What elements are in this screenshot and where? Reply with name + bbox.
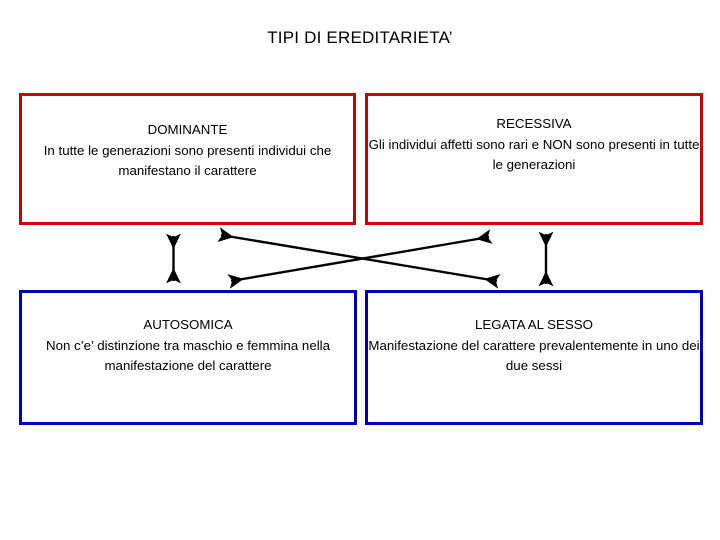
concept-box-recessiva[interactable]: RECESSIVA Gli individui affetti sono rar… (365, 93, 703, 225)
box-legata-al-sesso-heading: LEGATA AL SESSO (474, 317, 593, 332)
box-dominante-body: In tutte le generazioni sono presenti in… (43, 142, 332, 179)
box-autosomica-heading: AUTOSOMICA (143, 317, 233, 332)
box-legata-al-sesso-body: Manifestazione del carattere prevalentem… (368, 337, 700, 374)
concept-box-autosomica[interactable]: AUTOSOMICA Non c’e’ distinzione tra masc… (19, 290, 357, 425)
box-autosomica-body: Non c’e’ distinzione tra maschio e femmi… (45, 337, 331, 374)
connector-diagonal-recessiva-autosomica-arrow (227, 229, 493, 289)
box-recessiva-text: RECESSIVA Gli individui affetti sono rar… (362, 114, 706, 176)
box-recessiva-body: Gli individui affetti sono rari e NON so… (368, 136, 700, 173)
concept-box-dominante[interactable]: DOMINANTE In tutte le generazioni sono p… (19, 93, 356, 225)
box-legata-al-sesso-text: LEGATA AL SESSO Manifestazione del carat… (362, 315, 706, 377)
box-autosomica-text: AUTOSOMICA Non c’e’ distinzione tra masc… (16, 315, 360, 377)
page-title: TIPI DI EREDITARIETA’ (267, 28, 453, 47)
connector-diagonal-dominante-legata-arrow (217, 227, 501, 289)
box-dominante-text: DOMINANTE In tutte le generazioni sono p… (16, 120, 359, 182)
concept-box-legata-al-sesso[interactable]: LEGATA AL SESSO Manifestazione del carat… (365, 290, 703, 425)
box-dominante-heading: DOMINANTE (147, 122, 228, 137)
box-recessiva-heading: RECESSIVA (496, 116, 572, 131)
